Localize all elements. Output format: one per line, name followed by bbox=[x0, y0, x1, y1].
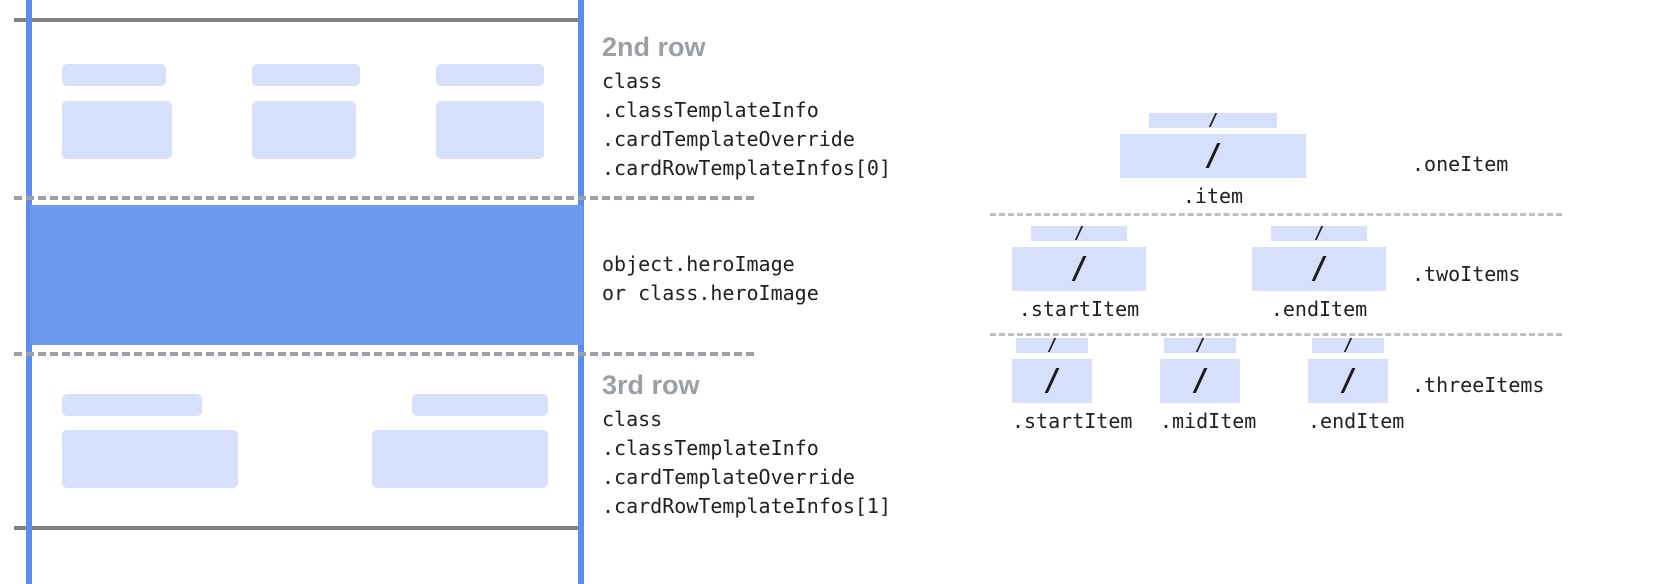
placeholder-label-bar bbox=[436, 64, 544, 86]
third-row-code-line: class bbox=[602, 407, 663, 432]
slash-icon: / bbox=[1046, 338, 1058, 353]
card-template-panel bbox=[0, 0, 754, 584]
placeholder-label-bar bbox=[62, 64, 166, 86]
hero-code-line: object.heroImage bbox=[602, 252, 795, 276]
one-item-row-label: .oneItem bbox=[1412, 152, 1509, 176]
slash-icon: / bbox=[1207, 113, 1219, 128]
third-row-code-line: .cardRowTemplateInfos[1] bbox=[602, 494, 891, 519]
slash-icon: / bbox=[1342, 338, 1354, 353]
row-divider-lower bbox=[14, 352, 754, 356]
item-main-bar: / bbox=[1252, 247, 1386, 291]
placeholder-body-bar bbox=[62, 101, 172, 159]
second-row-code-line: class bbox=[602, 69, 663, 94]
item-main-bar: / bbox=[1012, 359, 1092, 403]
item-main-bar: / bbox=[1120, 134, 1306, 178]
item-top-bar: / bbox=[1312, 338, 1384, 353]
item-main-bar: / bbox=[1012, 247, 1146, 291]
second-row-annotation: 2nd row class .classTemplateInfo .cardTe… bbox=[602, 32, 891, 183]
card-bottom-rule bbox=[14, 526, 584, 530]
item-main-bar: / bbox=[1160, 359, 1240, 403]
item-caption: .startItem bbox=[1012, 409, 1133, 433]
row-divider-upper bbox=[14, 196, 754, 200]
placeholder-body-bar bbox=[436, 101, 544, 159]
three-items-row-label: .threeItems bbox=[1412, 373, 1545, 397]
slash-icon: / bbox=[1042, 363, 1062, 398]
item-caption: .endItem bbox=[1308, 409, 1405, 433]
third-row-title: 3rd row bbox=[602, 370, 700, 400]
hero-image-annotation: object.heroImage or class.heroImage bbox=[602, 250, 819, 308]
hero-code-line: or class.heroImage bbox=[602, 281, 819, 305]
item-unit: / / .endItem bbox=[1252, 226, 1386, 321]
item-top-bar: / bbox=[1149, 113, 1277, 128]
placeholder-label-bar bbox=[62, 394, 202, 416]
placeholder-body-bar bbox=[62, 430, 238, 488]
item-top-bar: / bbox=[1164, 338, 1236, 353]
item-top-bar: / bbox=[1031, 226, 1127, 241]
item-layout-divider-upper bbox=[990, 213, 1562, 216]
item-unit: / / .midItem bbox=[1160, 338, 1257, 433]
second-row-code-line: .cardTemplateOverride bbox=[602, 127, 855, 152]
item-unit: / / .startItem bbox=[1012, 338, 1133, 433]
two-items-row-label: .twoItems bbox=[1412, 262, 1521, 286]
slash-icon: / bbox=[1194, 338, 1206, 353]
item-top-bar: / bbox=[1016, 338, 1088, 353]
slash-icon: / bbox=[1338, 363, 1358, 398]
second-row-code-line: .classTemplateInfo bbox=[602, 98, 819, 123]
placeholder-label-bar bbox=[412, 394, 548, 416]
slash-icon: / bbox=[1313, 226, 1325, 241]
slash-icon: / bbox=[1309, 251, 1329, 286]
placeholder-label-bar bbox=[252, 64, 360, 86]
item-caption: .endItem bbox=[1270, 297, 1368, 321]
third-row-code-line: .cardTemplateOverride bbox=[602, 465, 855, 490]
item-unit: / / .item bbox=[1120, 113, 1306, 208]
placeholder-body-bar bbox=[372, 430, 548, 488]
item-caption: .item bbox=[1182, 184, 1244, 208]
slash-icon: / bbox=[1190, 363, 1210, 398]
slash-icon: / bbox=[1069, 251, 1089, 286]
card-start-guide bbox=[26, 0, 32, 584]
third-row-annotation: 3rd row class .classTemplateInfo .cardTe… bbox=[602, 370, 891, 521]
second-row-code-line: .cardRowTemplateInfos[0] bbox=[602, 156, 891, 181]
item-unit: / / .startItem bbox=[1012, 226, 1146, 321]
item-layouts-panel: / / .item .oneItem / / .startItem bbox=[960, 0, 1676, 584]
placeholder-body-bar bbox=[252, 101, 356, 159]
slash-icon: / bbox=[1203, 138, 1223, 173]
item-layout-divider-lower bbox=[990, 333, 1562, 336]
item-main-bar: / bbox=[1308, 359, 1388, 403]
slash-icon: / bbox=[1073, 226, 1085, 241]
third-row-code-line: .classTemplateInfo bbox=[602, 436, 819, 461]
second-row-title: 2nd row bbox=[602, 32, 706, 62]
item-unit: / / .endItem bbox=[1308, 338, 1405, 433]
item-top-bar: / bbox=[1271, 226, 1367, 241]
item-caption: .startItem bbox=[1018, 297, 1140, 321]
item-caption: .midItem bbox=[1160, 409, 1257, 433]
card-top-rule bbox=[14, 18, 584, 22]
hero-image-band bbox=[30, 205, 583, 345]
